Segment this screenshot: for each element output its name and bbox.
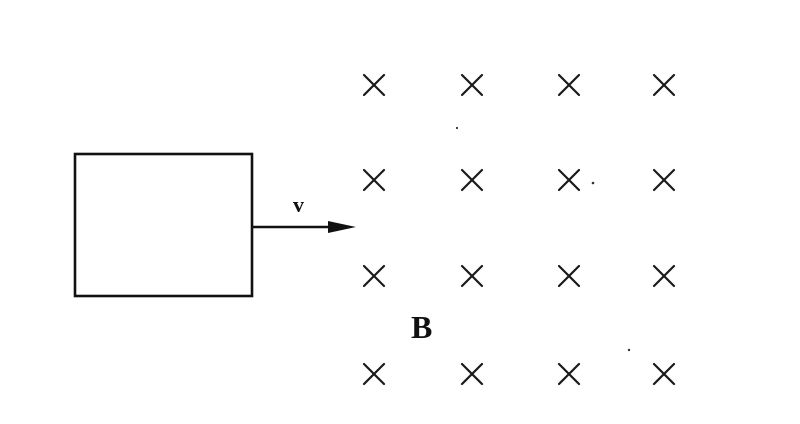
- velocity-arrow: [252, 221, 356, 233]
- field-cross-r3-c2: [460, 264, 484, 288]
- conducting-loop: [73, 152, 254, 298]
- scan-specks: [455, 126, 631, 352]
- field-cross-r3-c1: [362, 264, 386, 288]
- field-cross-r2-c2: [460, 168, 484, 192]
- field-cross-r4-c2: [460, 362, 484, 386]
- field-cross-r4-c3: [557, 362, 581, 386]
- field-cross-r2-c4: [652, 168, 676, 192]
- field-cross-r2-c1: [362, 168, 386, 192]
- field-cross-r1-c2: [460, 73, 484, 97]
- velocity-label: v: [293, 192, 304, 217]
- field-cross-r4-c1: [362, 362, 386, 386]
- magnetic-field-label: B: [411, 309, 432, 345]
- velocity-arrowhead: [328, 221, 356, 233]
- field-cross-r1-c4: [652, 73, 676, 97]
- field-cross-r2-c3: [557, 168, 581, 192]
- field-cross-r4-c4: [652, 362, 676, 386]
- field-cross-r1-c3: [557, 73, 581, 97]
- field-cross-r1-c1: [362, 73, 386, 97]
- field-cross-r3-c4: [652, 264, 676, 288]
- field-cross-r3-c3: [557, 264, 581, 288]
- magnetic-field-into-page-grid: [362, 73, 676, 386]
